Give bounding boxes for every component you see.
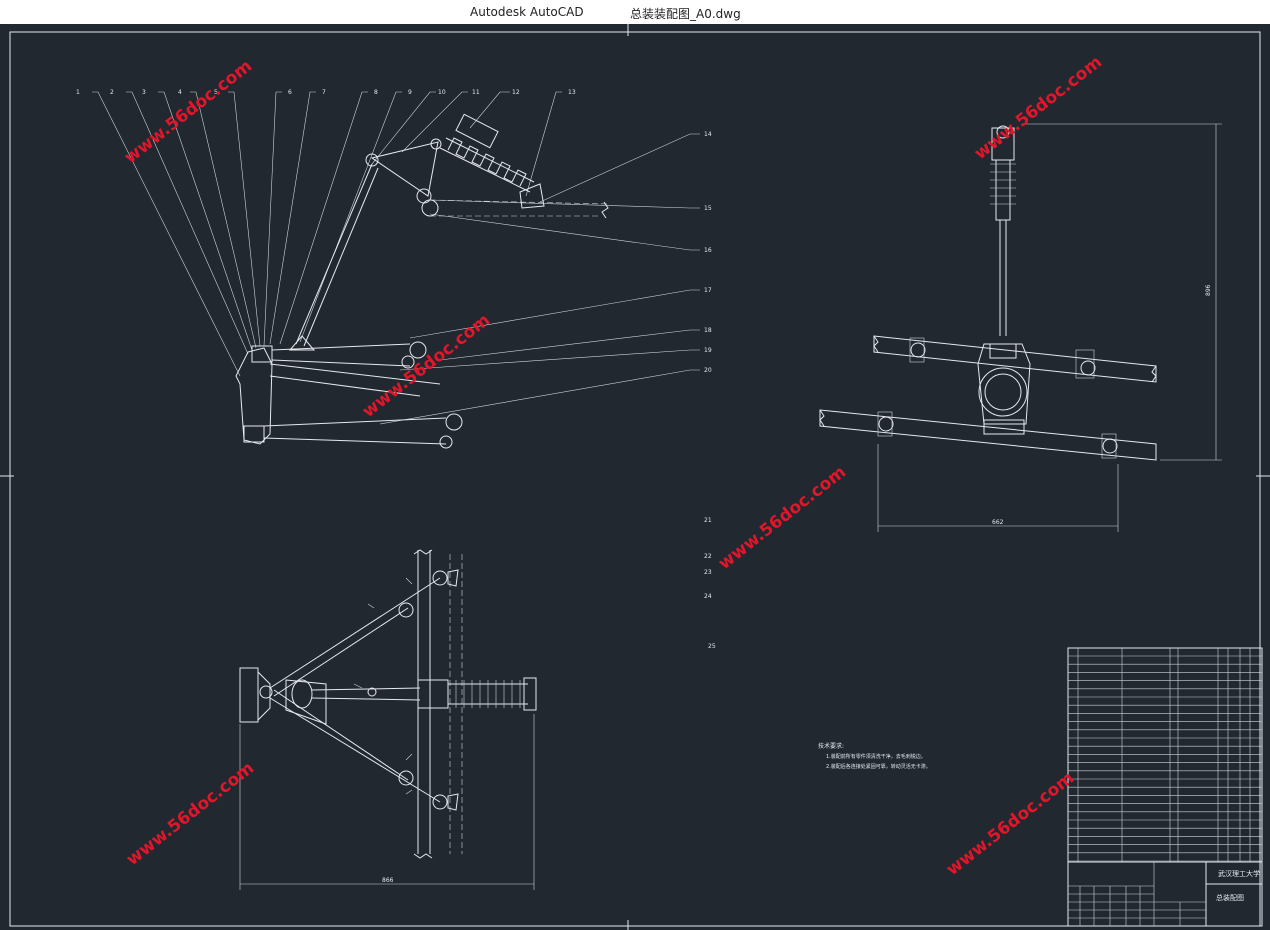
dimension-width-right: 662 <box>992 519 1004 526</box>
drawing-svg[interactable]: 1 2 3 4 5 6 7 8 9 10 11 12 13 14 15 16 1… <box>0 24 1270 930</box>
watermark-6: www.56doc.com <box>943 768 1078 880</box>
part-number-4: 4 <box>178 89 182 96</box>
part-number-15: 15 <box>704 205 712 212</box>
part-number-2: 2 <box>110 89 114 96</box>
technical-requirements: 技术要求: 1.装配前所有零件须清洗干净，去毛刺锐边。 2.装配后各连接处紧固可… <box>818 742 931 770</box>
drawing-canvas[interactable]: 1 2 3 4 5 6 7 8 9 10 11 12 13 14 15 16 1… <box>0 24 1270 930</box>
watermark-4: www.56doc.com <box>715 462 850 574</box>
front-view[interactable] <box>92 91 700 449</box>
watermark-3: www.56doc.com <box>359 310 494 422</box>
part-number-8: 8 <box>374 89 378 96</box>
app-name: Autodesk AutoCAD <box>470 5 584 19</box>
lower-ball-joint <box>243 425 265 443</box>
part-number-24: 24 <box>704 593 712 600</box>
part-number-12: 12 <box>512 89 520 96</box>
tech-req-title: 技术要求: <box>818 742 844 750</box>
tech-req-line-2: 2.装配后各连接处紧固可靠，转动灵活无卡滞。 <box>826 763 931 770</box>
part-number-20: 20 <box>704 367 712 374</box>
rocker <box>370 141 439 197</box>
title-block-drawing-name: 总装配图 <box>1216 893 1244 902</box>
title-block-school: 武汉理工大学 <box>1218 869 1260 878</box>
part-number-23: 23 <box>704 569 712 576</box>
file-name: 总装装配图_A0.dwg <box>630 7 741 21</box>
part-number-14: 14 <box>704 131 712 138</box>
part-number-19: 19 <box>704 347 712 354</box>
part-number-13: 13 <box>568 89 576 96</box>
part-number-18: 18 <box>704 327 712 334</box>
part-number-22: 22 <box>704 553 712 560</box>
title-bar: Autodesk AutoCAD 总装装配图_A0.dwg <box>0 0 1270 24</box>
dimension-height-right: 896 <box>1205 284 1212 296</box>
part-number-25: 25 <box>708 643 716 650</box>
part-number-16: 16 <box>704 247 712 254</box>
watermark-2: www.56doc.com <box>971 52 1106 164</box>
part-number-11: 11 <box>472 89 480 96</box>
steering-knuckle <box>235 347 273 445</box>
part-number-3: 3 <box>142 89 146 96</box>
part-number-10: 10 <box>438 89 446 96</box>
part-number-7: 7 <box>322 89 326 96</box>
part-number-5: 5 <box>214 89 218 96</box>
upper-ball-joint <box>251 345 273 363</box>
bill-of-materials <box>1067 647 1263 863</box>
side-view[interactable]: 896 662 <box>819 123 1222 532</box>
leader-lines-top <box>92 91 700 425</box>
top-view[interactable]: 866 <box>239 549 537 890</box>
dimension-bottom-left: 866 <box>382 877 394 884</box>
part-number-6: 6 <box>288 89 292 96</box>
watermark-5: www.56doc.com <box>123 758 258 870</box>
part-number-labels: 1 2 3 4 5 6 7 8 9 10 11 12 13 14 15 16 1… <box>76 89 716 650</box>
drawing-frame <box>9 31 1261 927</box>
tech-req-line-1: 1.装配前所有零件须清洗干净，去毛刺锐边。 <box>826 753 926 760</box>
part-number-9: 9 <box>408 89 412 96</box>
watermarks: www.56doc.com www.56doc.com www.56doc.co… <box>121 52 1106 880</box>
part-number-21: 21 <box>704 517 712 524</box>
spring-damper-front <box>439 113 545 209</box>
part-number-1: 1 <box>76 89 80 96</box>
part-number-17: 17 <box>704 287 712 294</box>
title-block: 武汉理工大学 总装配图 <box>1067 861 1263 927</box>
